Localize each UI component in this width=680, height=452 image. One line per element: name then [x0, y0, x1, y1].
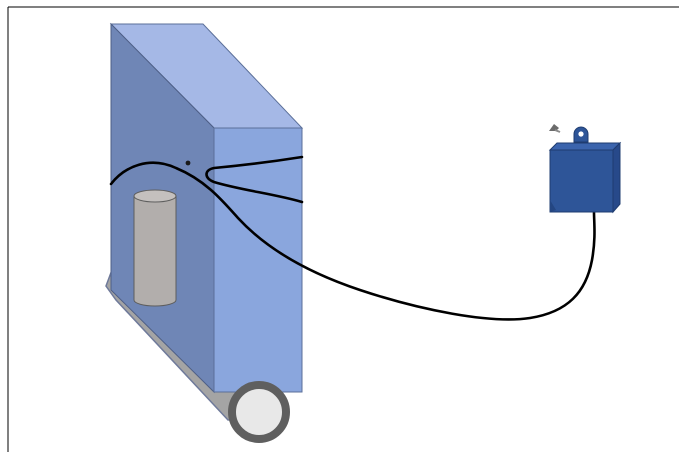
wheel-icon [228, 381, 290, 443]
box-front-face [549, 149, 614, 213]
loop-cable [205, 155, 304, 204]
screw-icon [549, 124, 561, 133]
cylinder-body [133, 195, 177, 307]
main-cable [109, 161, 596, 321]
box-top-face [548, 142, 622, 151]
cylinder-top [133, 189, 177, 203]
box-bevel [550, 200, 556, 212]
wheel [228, 381, 290, 443]
mounting-tab-hole [578, 131, 584, 137]
cabinet-side-face [213, 127, 303, 393]
cable [109, 155, 596, 321]
box [548, 126, 622, 214]
cylinder [133, 189, 177, 307]
screw-head [549, 124, 559, 131]
box-side-face [612, 141, 621, 214]
screw-shaft [554, 129, 561, 133]
cable-hole [185, 160, 191, 166]
